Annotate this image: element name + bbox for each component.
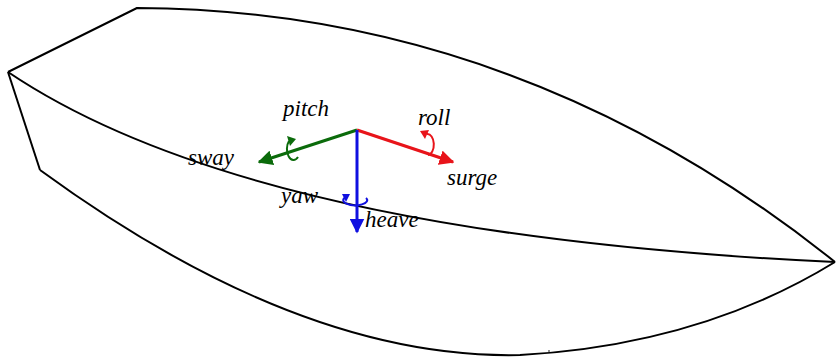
heave-axis bbox=[356, 130, 359, 232]
dot bbox=[548, 350, 550, 352]
axis-label: heave bbox=[365, 208, 419, 231]
axis-label: yaw bbox=[281, 184, 318, 207]
hull-outline bbox=[8, 8, 835, 355]
pitch-arrowhead bbox=[287, 136, 296, 146]
surge-axis bbox=[357, 130, 453, 162]
axis-label: surge bbox=[447, 166, 497, 189]
axis-label: pitch bbox=[283, 97, 329, 120]
axis-label: roll bbox=[418, 106, 450, 129]
inner-sheer-line bbox=[8, 72, 835, 262]
sheer-line bbox=[8, 8, 835, 262]
roll-arrowhead bbox=[420, 130, 429, 139]
axes bbox=[259, 130, 453, 232]
roll-rotation bbox=[427, 134, 434, 155]
axis-label: sway bbox=[188, 146, 234, 169]
yaw-arrowhead bbox=[342, 194, 350, 202]
transom-edge bbox=[8, 72, 40, 170]
pitch-rotation bbox=[287, 141, 298, 160]
sway-axis bbox=[259, 130, 357, 162]
keel-line bbox=[40, 170, 835, 355]
